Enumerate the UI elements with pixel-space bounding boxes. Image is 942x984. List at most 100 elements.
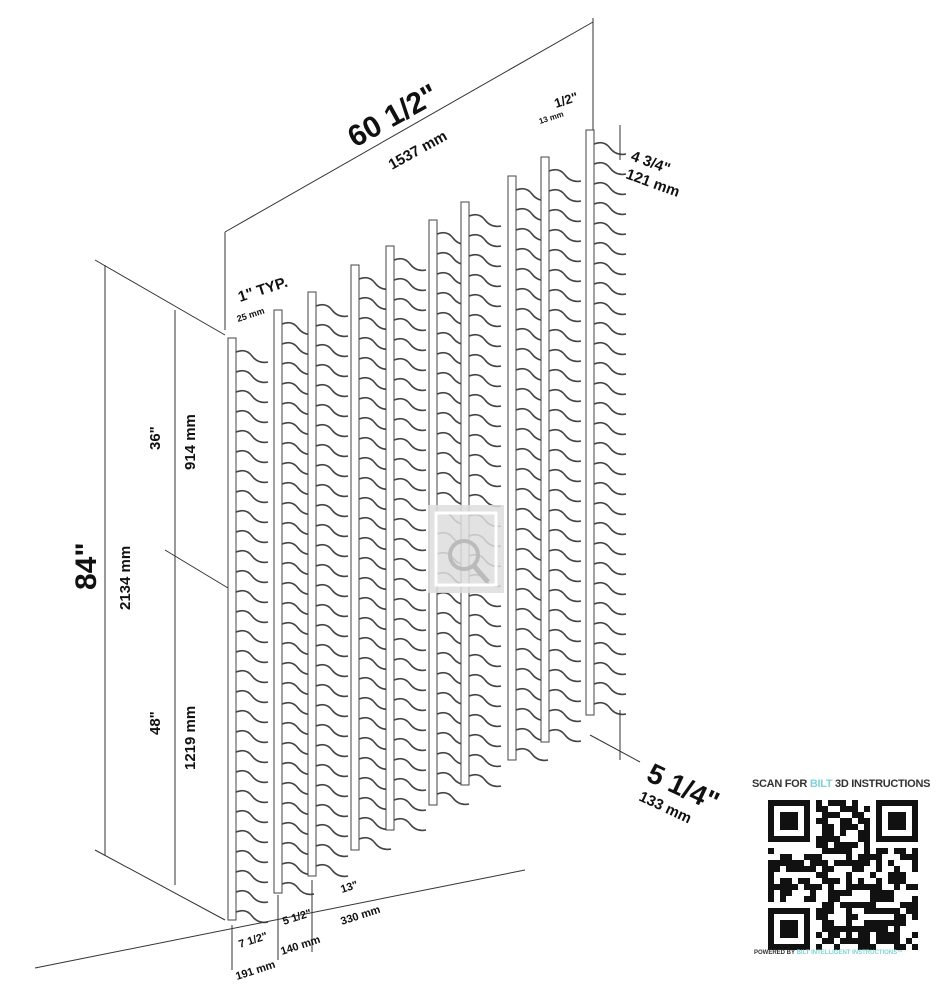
bottle-peg [235,789,269,804]
qr-module [864,884,870,890]
qr-module [840,860,846,866]
qr-module [834,812,840,818]
bottle-peg [393,677,427,692]
qr-module [906,908,912,914]
bottle-peg [548,508,582,523]
bottle-peg [393,497,427,512]
qr-module [888,932,894,938]
qr-module [840,848,846,854]
bottle-peg [593,341,627,356]
qr-module [828,926,834,932]
bottle-peg [593,301,627,316]
qr-module [822,872,828,878]
qr-module [906,902,912,908]
bottle-peg [393,317,427,332]
qr-module [912,908,918,914]
bottle-peg [235,629,269,644]
bottle-peg [235,349,269,364]
top-offset-mm: 13 mm [538,110,565,126]
bottle-peg [593,241,627,256]
bottle-peg [593,281,627,296]
qr-module [834,926,840,932]
qr-module [846,926,852,932]
bottle-peg [393,777,427,792]
qr-module [876,848,882,854]
lower-mm: 1219 mm [182,706,199,770]
bottle-peg [468,753,502,768]
bottle-peg [593,161,627,176]
bottle-peg [393,817,427,832]
qr-module [768,866,774,872]
bottle-peg [593,401,627,416]
qr-module [870,908,876,914]
qr-footer: POWERED BY BILT INTELLIGENT INSTRUCTIONS… [754,950,904,956]
qr-module [858,932,864,938]
lower-in: 48" [147,711,164,735]
bottle-peg [315,783,349,798]
bottle-peg [393,577,427,592]
bottle-peg [593,541,627,556]
qr-module [900,914,906,920]
magnifier-icon[interactable] [428,505,504,593]
qr-module [852,866,858,872]
bottle-peg [393,597,427,612]
qr-module [894,908,900,914]
qr-module [900,848,906,854]
qr-module [900,944,906,950]
qr-module [834,836,840,842]
bottle-peg [393,617,427,632]
bottle-peg [315,803,349,818]
bottle-peg [548,668,582,683]
qr-module [846,902,852,908]
qr-module [828,824,834,830]
bottle-peg [315,463,349,478]
bottle-peg [235,729,269,744]
qr-code[interactable] [768,800,918,950]
bottle-peg [593,361,627,376]
bottle-peg [315,643,349,658]
rail [307,291,317,877]
bottle-peg [548,548,582,563]
dimension-lines [34,18,641,970]
qr-module [912,932,918,938]
qr-module [858,830,864,836]
qr-module [804,854,810,860]
qr-module [816,872,822,878]
qr-module [834,932,840,938]
qr-module [840,824,846,830]
bottle-peg [593,261,627,276]
qr-module [822,836,828,842]
qr-module [828,908,834,914]
bottle-peg [315,403,349,418]
bottle-peg [315,843,349,858]
bottle-peg [315,563,349,578]
bottle-peg [393,637,427,652]
qr-module [786,884,792,890]
qr-module [846,818,852,824]
rail [460,201,470,786]
bottle-peg [235,829,269,844]
qr-module [834,842,840,848]
qr-module [834,860,840,866]
qr-module [816,884,822,890]
qr-module [894,872,900,878]
qr-module [828,836,834,842]
height-mm: 2134 mm [117,546,134,610]
qr-module [864,902,870,908]
bottle-peg [436,791,470,806]
bottle-peg [235,429,269,444]
qr-module [858,926,864,932]
qr-module [816,836,822,842]
qr-module [858,902,864,908]
qr-module [840,938,846,944]
qr-module [768,890,774,896]
qr-module [858,836,864,842]
bottle-peg [593,561,627,576]
qr-module [864,926,870,932]
qr-module [876,896,882,902]
rail [507,175,517,761]
qr-module [894,866,900,872]
bottle-peg [235,589,269,604]
bottle-peg [393,477,427,492]
qr-module [894,914,900,920]
